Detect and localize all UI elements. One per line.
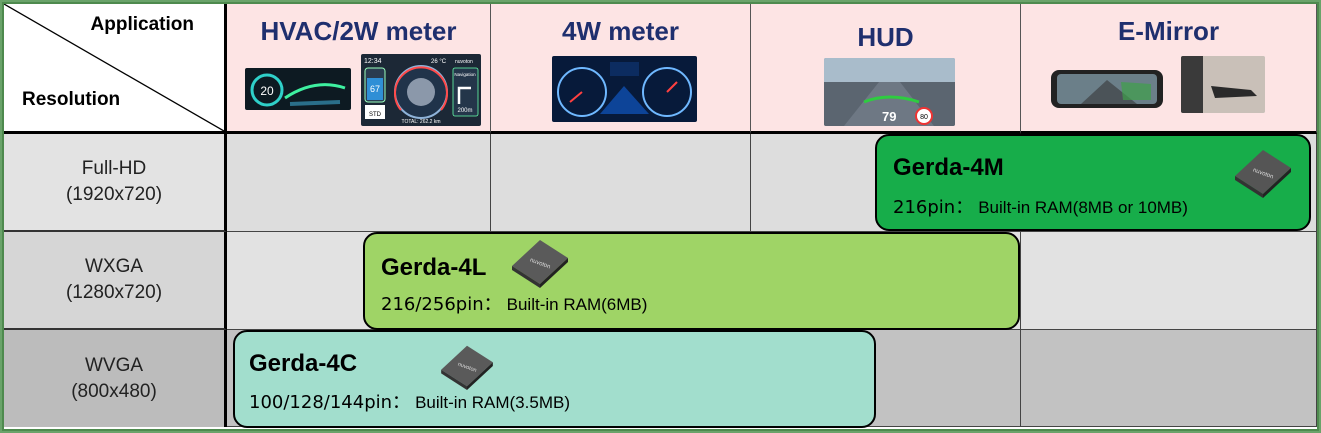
svg-text:20: 20 [260,84,274,98]
product-name: Gerda-4M [893,154,1004,181]
chip-icon: nuvoton [1235,150,1291,198]
row-header-wvga: WVGA (800x480) [4,330,227,427]
hud-image: 79 80 [824,58,955,126]
svg-text:TOTAL: 262.2 km: TOTAL: 262.2 km [402,119,441,125]
product-bar-gerda-4l[interactable]: Gerda-4L 216/256pin： Built-in RAM(6MB) n… [363,232,1020,330]
corner-resolution-label: Resolution [22,89,121,110]
product-name: Gerda-4C [249,350,358,377]
product-pins: 216/256pin： [381,294,502,315]
svg-text:67: 67 [370,84,380,94]
product-pins: 216pin： [893,197,974,218]
corner-header: Application Resolution [4,4,227,134]
grid-cell [491,134,751,232]
column-header-hvac: HVAC/2W meter 20 12:34 26 °C nuvoton 67 … [227,4,491,134]
product-pins: 100/128/144pin： [249,392,411,413]
four-wheel-meter-image [552,56,697,122]
svg-text:12:34: 12:34 [364,58,382,65]
svg-text:26 °C: 26 °C [431,59,447,65]
grid-cell [1021,232,1317,330]
column-header-hud: HUD 79 80 [751,4,1021,134]
row-resolution-size: (1280x720) [65,282,163,303]
svg-text:80: 80 [920,114,928,121]
column-title: E-Mirror [1117,16,1220,46]
row-resolution-name: WVGA [84,354,144,376]
svg-text:nuvoton: nuvoton [455,59,473,65]
svg-text:79: 79 [882,109,896,124]
column-header-emirror: E-Mirror [1021,4,1317,134]
chip-icon: nuvoton [512,240,568,288]
product-name: Gerda-4L [381,254,487,281]
corner-application-label: Application [90,14,194,35]
e-mirror-display-image [1051,70,1163,108]
diagonal-divider [4,4,224,131]
product-ram: Built-in RAM(6MB) [506,295,648,314]
row-header-full-hd: Full-HD (1920x720) [4,134,227,232]
row-resolution-size: (1920x720) [65,184,163,205]
svg-text:STD: STD [369,112,382,118]
row-header-wxga: WXGA (1280x720) [4,232,227,330]
row-resolution-size: (800x480) [71,380,157,402]
grid-cell [227,134,491,232]
chip-icon: nuvoton [441,345,493,390]
e-mirror-camera-image [1181,56,1265,113]
svg-text:200m: 200m [457,108,472,114]
row-resolution-name: Full-HD [81,158,147,179]
product-bar-gerda-4m[interactable]: Gerda-4M 216pin： Built-in RAM(8MB or 10M… [875,134,1311,231]
column-title: HUD [857,22,914,52]
hvac-display-image: 20 [245,68,351,110]
product-spec: 216pin： Built-in RAM(8MB or 10MB) [893,193,1188,219]
product-spec: 216/256pin： Built-in RAM(6MB) [381,290,647,316]
column-title: HVAC/2W meter [260,16,457,46]
column-header-4w: 4W meter [491,4,751,134]
two-wheel-meter-image: 12:34 26 °C nuvoton 67 STD Navigation 20… [361,54,481,126]
row-resolution-name: WXGA [84,256,144,277]
svg-text:Navigation: Navigation [454,72,476,77]
product-ram: Built-in RAM(3.5MB) [415,393,570,412]
column-title: 4W meter [561,16,680,46]
product-bar-gerda-4c[interactable]: Gerda-4C 100/128/144pin： Built-in RAM(3.… [233,330,876,428]
product-ram: Built-in RAM(8MB or 10MB) [978,198,1188,217]
product-spec: 100/128/144pin： Built-in RAM(3.5MB) [249,388,570,414]
grid-cell [1021,330,1317,427]
